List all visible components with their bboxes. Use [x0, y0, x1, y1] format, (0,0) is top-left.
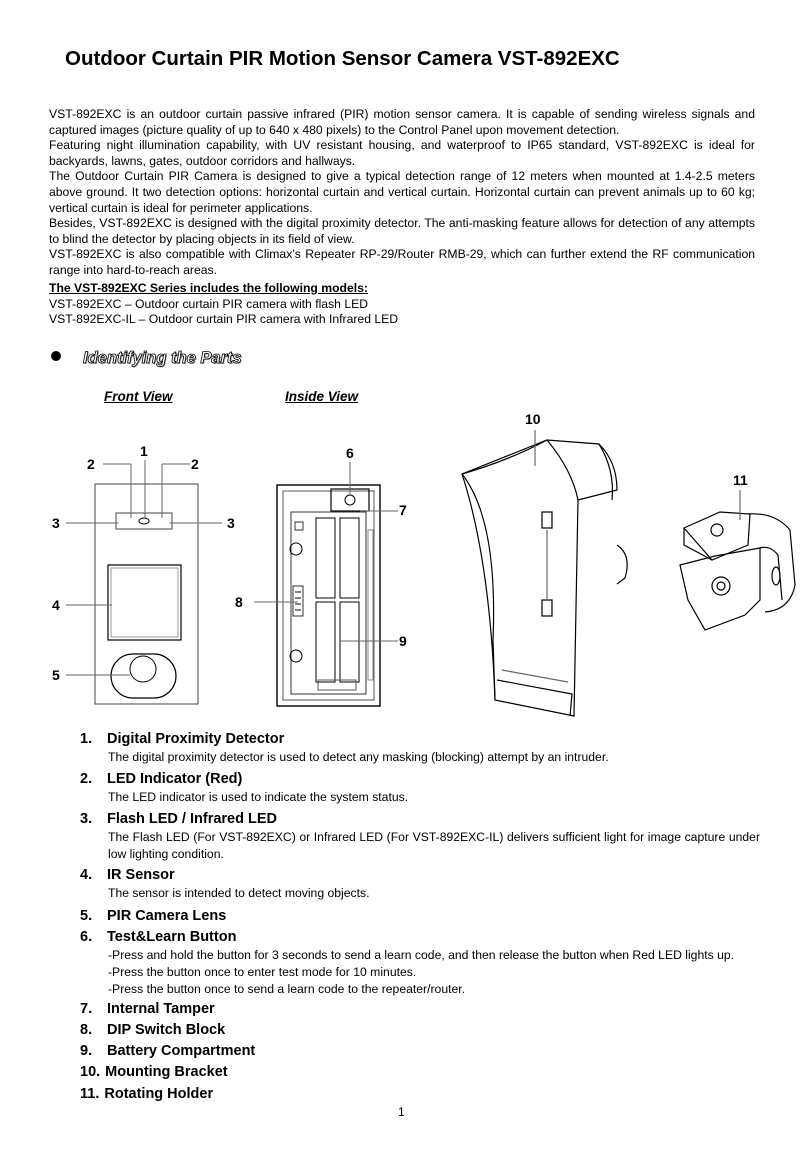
part-name: Digital Proximity Detector — [107, 731, 285, 747]
intro-paragraph: VST-892EXC is an outdoor curtain passive… — [49, 107, 755, 137]
intro-paragraph: The Outdoor Curtain PIR Camera is design… — [49, 169, 755, 215]
part-name: DIP Switch Block — [107, 1022, 226, 1038]
callout-7: 7 — [399, 502, 407, 518]
callout-3: 3 — [227, 515, 235, 531]
intro-text: VST-892EXC is an outdoor curtain passive… — [49, 107, 755, 279]
part-number: 11. — [80, 1086, 100, 1102]
part-name: Internal Tamper — [107, 1001, 215, 1017]
front-view-drawing — [66, 460, 222, 705]
part-number: 8. — [80, 1022, 93, 1038]
callout-10: 10 — [525, 411, 541, 427]
part-title: 4. IR Sensor — [80, 865, 760, 885]
part-name: IR Sensor — [107, 867, 175, 883]
callout-6: 6 — [346, 445, 354, 461]
intro-paragraph: VST-892EXC is also compatible with Clima… — [49, 247, 755, 277]
rotating-holder-drawing — [679, 490, 796, 631]
part-number: 1. — [80, 731, 93, 747]
part-name: Mounting Bracket — [105, 1064, 228, 1080]
callout-3: 3 — [52, 515, 60, 531]
part-title: 3. Flash LED / Infrared LED — [80, 809, 760, 829]
part-name: Test&Learn Button — [107, 929, 237, 945]
inside-view-label: Inside View — [285, 389, 359, 404]
part-title: 8. DIP Switch Block — [80, 1020, 760, 1040]
section-heading: Identifying the Parts — [51, 349, 242, 368]
callout-11: 11 — [733, 472, 748, 488]
callout-1: 1 — [140, 443, 148, 459]
part-number: 10. — [80, 1064, 101, 1080]
callout-9: 9 — [399, 633, 407, 649]
models-heading: The VST-892EXC Series includes the follo… — [49, 281, 368, 295]
part-title: 11.Rotating Holder — [80, 1084, 760, 1104]
part-title: 7. Internal Tamper — [80, 999, 760, 1019]
front-view-label: Front View — [104, 389, 173, 404]
part-title: 5. PIR Camera Lens — [80, 906, 760, 926]
part-description: -Press the button once to enter test mod… — [108, 965, 417, 979]
part-description: The digital proximity detector is used t… — [108, 750, 609, 764]
part-number: 4. — [80, 867, 93, 883]
callout-2: 2 — [87, 456, 95, 472]
part-description: -Press the button once to send a learn c… — [108, 982, 466, 996]
part-number: 7. — [80, 1001, 93, 1017]
part-title: 6. Test&Learn Button — [80, 927, 760, 947]
part-description: The Flash LED (For VST-892EXC) or Infrar… — [108, 830, 760, 861]
part-name: PIR Camera Lens — [107, 908, 227, 924]
models-list: The VST-892EXC Series includes the follo… — [49, 281, 755, 328]
part-name: Flash LED / Infrared LED — [107, 811, 277, 827]
page-number: 1 — [398, 1105, 405, 1119]
part-description: The sensor is intended to detect moving … — [108, 886, 370, 900]
part-number: 9. — [80, 1043, 93, 1059]
callout-4: 4 — [52, 597, 60, 613]
bullet-icon — [51, 351, 61, 361]
part-number: 5. — [80, 908, 93, 924]
part-description: -Press and hold the button for 3 seconds… — [108, 948, 735, 962]
callout-8: 8 — [235, 594, 243, 610]
inside-view-drawing — [254, 462, 398, 707]
callout-2: 2 — [191, 456, 199, 472]
parts-list: 1. Digital Proximity Detector The digital… — [80, 729, 760, 1104]
callout-5: 5 — [52, 667, 60, 683]
part-title: 9. Battery Compartment — [80, 1041, 760, 1061]
part-title: 10.Mounting Bracket — [80, 1062, 760, 1082]
parts-diagram: 1 2 2 3 3 4 5 6 7 8 9 10 11 — [52, 411, 796, 717]
part-number: 2. — [80, 771, 93, 787]
part-description: The LED indicator is used to indicate th… — [108, 790, 409, 804]
part-name: Rotating Holder — [104, 1086, 214, 1102]
mounting-bracket-drawing — [461, 430, 628, 717]
part-name: LED Indicator (Red) — [107, 771, 243, 787]
page-title: Outdoor Curtain PIR Motion Sensor Camera… — [65, 47, 620, 70]
intro-paragraph: Besides, VST-892EXC is designed with the… — [49, 216, 755, 246]
part-title: 2. LED Indicator (Red) — [80, 769, 760, 789]
part-title: 1. Digital Proximity Detector — [80, 729, 760, 749]
model-item: VST-892EXC-IL – Outdoor curtain PIR came… — [49, 312, 399, 327]
intro-paragraph: Featuring night illumination capability,… — [49, 138, 755, 168]
part-number: 3. — [80, 811, 93, 827]
part-number: 6. — [80, 929, 93, 945]
section-heading-text: Identifying the Parts — [83, 349, 242, 368]
model-item: VST-892EXC – Outdoor curtain PIR camera … — [49, 296, 369, 311]
part-name: Battery Compartment — [107, 1043, 256, 1059]
